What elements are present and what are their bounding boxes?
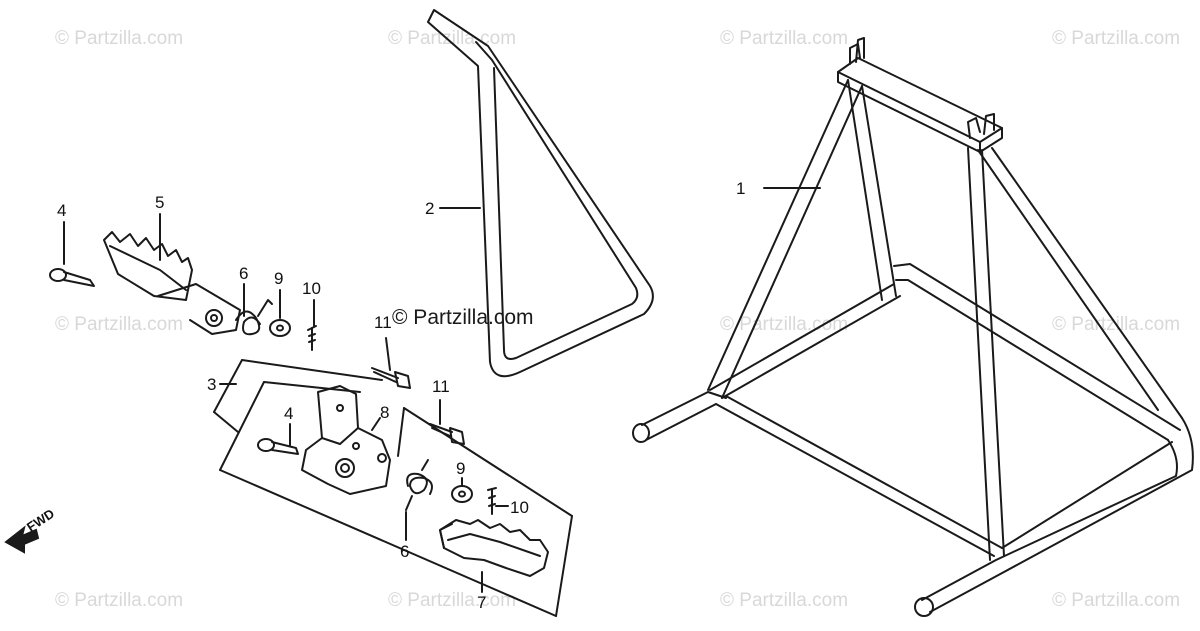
callout-11-lower: 11 (432, 377, 450, 396)
callout-10: 10 (302, 279, 321, 298)
callout-4: 4 (57, 201, 67, 220)
washer-part-9-inner (451, 485, 473, 503)
watermark: © Partzilla.com (720, 28, 849, 49)
stand-part-1 (632, 37, 1194, 617)
callout-1: 1 (736, 179, 746, 198)
callout-11: 11 (374, 313, 392, 332)
callout-6-inner: 6 (400, 542, 410, 561)
watermark: © Partzilla.com (55, 590, 184, 611)
bracket-part-8 (301, 385, 391, 495)
assembly-box-part-3 (213, 359, 573, 617)
callout-9: 9 (274, 269, 284, 288)
footpeg-part-5 (103, 231, 241, 335)
cotter-part-10 (307, 325, 317, 351)
fwd-indicator: FWD (2, 496, 92, 536)
watermark: © Partzilla.com (1052, 590, 1181, 611)
callout-7: 7 (477, 593, 487, 612)
watermark: © Partzilla.com (720, 590, 849, 611)
cotter-part-10-inner (487, 487, 497, 515)
leader-lines (63, 187, 821, 593)
fwd-arrow (4, 525, 40, 554)
frame-part-2 (427, 9, 654, 378)
bolt-part-11 (371, 367, 465, 445)
pin-part-4-inner (257, 438, 299, 455)
callout-9-inner: 9 (456, 459, 466, 478)
callout-4-inner: 4 (284, 404, 294, 423)
fwd-label: FWD (24, 505, 58, 535)
watermark: © Partzilla.com (388, 590, 517, 611)
spring-part-6 (235, 299, 273, 336)
callout-6: 6 (239, 264, 249, 283)
center-watermark: © Partzilla.com (392, 306, 534, 329)
callout-3: 3 (207, 375, 217, 394)
callout-2: 2 (425, 199, 435, 218)
spring-part-6-inner (405, 459, 433, 511)
callout-8: 8 (380, 403, 390, 422)
pin-part-4 (49, 268, 95, 287)
washer-part-9 (269, 319, 291, 337)
watermark: © Partzilla.com (55, 314, 184, 335)
watermark: © Partzilla.com (1052, 28, 1181, 49)
callout-10-inner: 10 (510, 498, 529, 517)
watermark: © Partzilla.com (55, 28, 184, 49)
footpeg-part-7 (439, 519, 549, 577)
callout-5: 5 (155, 193, 165, 212)
